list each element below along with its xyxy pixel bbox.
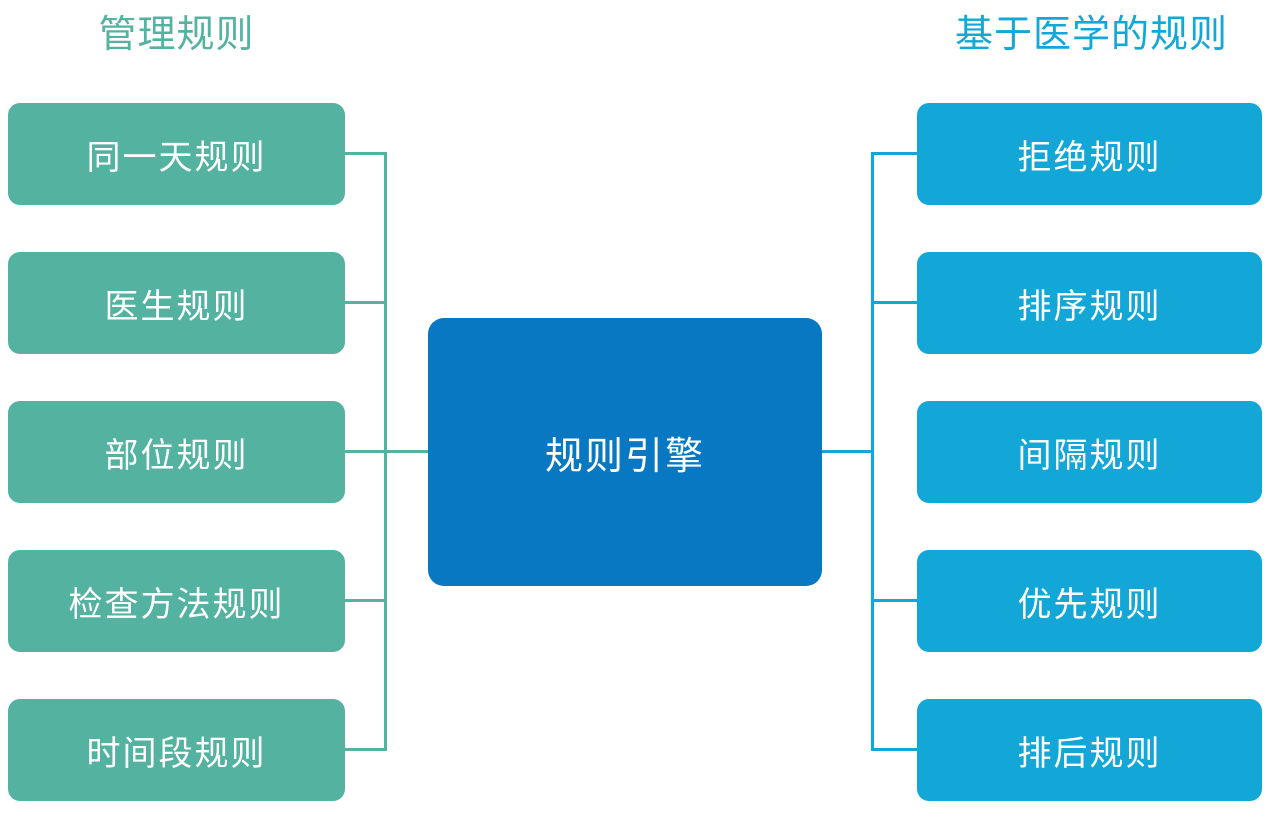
node-label: 部位规则 — [104, 436, 249, 475]
node-label: 同一天规则 — [86, 138, 267, 177]
right-stub-line-4 — [874, 599, 917, 602]
node-body-part-rule: 部位规则 — [8, 401, 345, 503]
node-label: 排序规则 — [1017, 287, 1162, 326]
left-stub-line-1 — [345, 152, 387, 155]
node-label: 医生规则 — [104, 287, 249, 326]
right-stub-line-1 — [874, 152, 917, 155]
node-time-period-rule: 时间段规则 — [8, 699, 345, 801]
left-stub-line-4 — [345, 599, 387, 602]
node-exam-method-rule: 检查方法规则 — [8, 550, 345, 652]
left-stub-line-5 — [345, 748, 387, 751]
right-stub-line-2 — [874, 301, 917, 304]
left-stub-line-2 — [345, 301, 387, 304]
node-label: 优先规则 — [1017, 585, 1162, 624]
node-priority-rule: 优先规则 — [917, 550, 1262, 652]
node-doctor-rule: 医生规则 — [8, 252, 345, 354]
right-group-title: 基于医学的规则 — [954, 14, 1228, 56]
node-rule-engine: 规则引擎 — [428, 318, 822, 586]
node-label: 排后规则 — [1017, 734, 1162, 773]
right-center-connector-line — [822, 450, 874, 453]
node-reject-rule: 拒绝规则 — [917, 103, 1262, 205]
node-interval-rule: 间隔规则 — [917, 401, 1262, 503]
node-label: 间隔规则 — [1017, 436, 1162, 475]
right-stub-line-5 — [874, 748, 917, 751]
node-label: 检查方法规则 — [68, 585, 285, 624]
node-label: 规则引擎 — [544, 435, 705, 478]
node-defer-rule: 排后规则 — [917, 699, 1262, 801]
node-label: 时间段规则 — [86, 734, 267, 773]
node-same-day-rule: 同一天规则 — [8, 103, 345, 205]
left-center-connector-line — [345, 450, 428, 453]
node-sort-rule: 排序规则 — [917, 252, 1262, 354]
node-label: 拒绝规则 — [1017, 138, 1162, 177]
left-group-title: 管理规则 — [98, 14, 255, 56]
